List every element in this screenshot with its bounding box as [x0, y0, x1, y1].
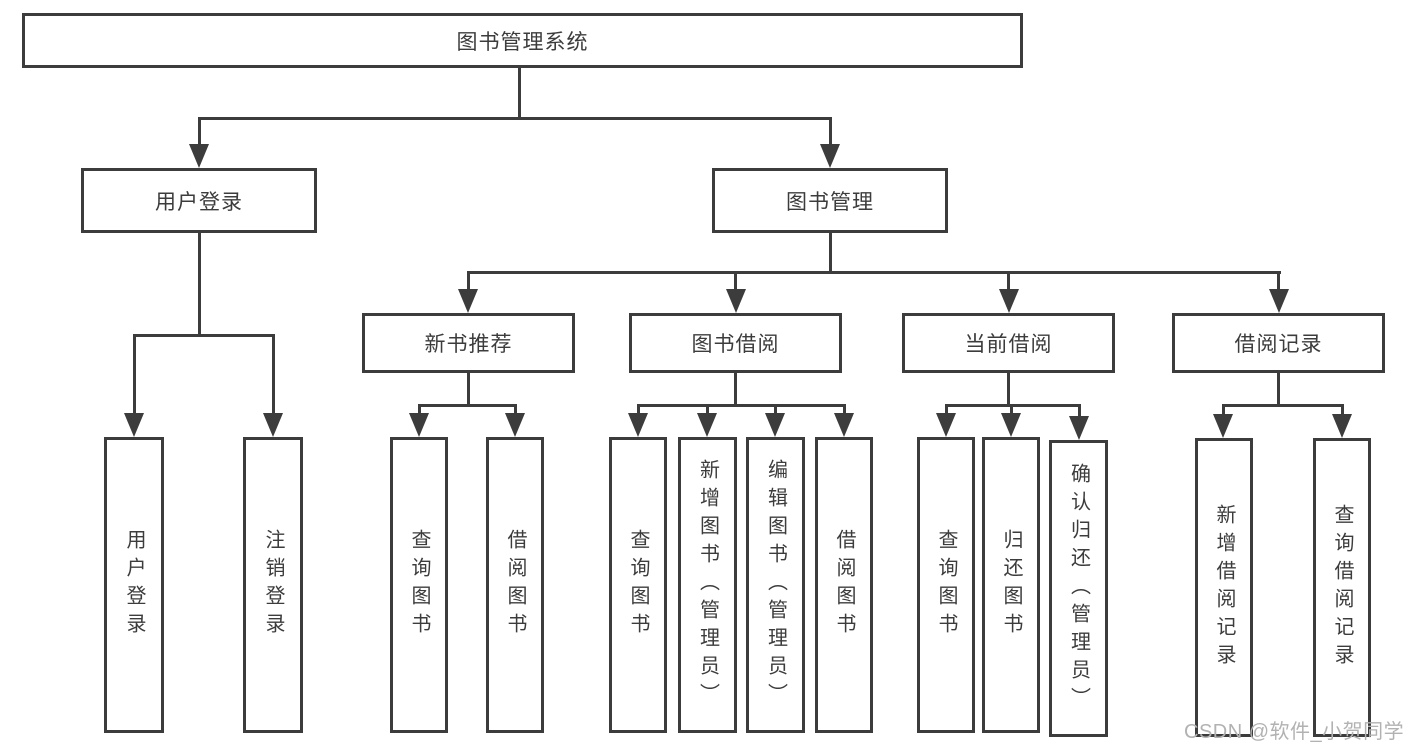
arrow-down-icon [820, 144, 840, 168]
connector-line [774, 404, 777, 415]
leaf-logout: 注销登录 [243, 437, 303, 733]
connector-line [197, 117, 201, 145]
connector-line [1277, 271, 1280, 291]
arrow-down-icon [1001, 413, 1021, 437]
node-borrow-records-label: 借阅记录 [1234, 333, 1323, 356]
arrow-down-icon [1213, 414, 1233, 438]
connector-line [828, 117, 832, 145]
connector-line [944, 404, 948, 415]
connector-line [944, 404, 1081, 407]
leaf-query-books-borrow-label: 查询图书 [627, 529, 649, 641]
connector-line [417, 404, 517, 407]
leaf-return-book: 归还图书 [982, 437, 1040, 733]
leaf-logout-label: 注销登录 [262, 529, 284, 641]
connector-line [132, 334, 136, 415]
connector-line [271, 334, 275, 415]
node-new-book-recommend: 新书推荐 [362, 313, 575, 373]
leaf-query-books-current: 查询图书 [917, 437, 975, 733]
node-root-label: 图书管理系统 [456, 30, 589, 54]
arrow-down-icon [628, 413, 648, 437]
node-root: 图书管理系统 [22, 13, 1023, 68]
leaf-edit-book-admin-label: 编辑图书（管理员） [764, 459, 787, 711]
connector-line [636, 404, 640, 415]
connector-line [1221, 404, 1344, 407]
connector-line [198, 117, 832, 120]
connector-line [518, 68, 521, 118]
connector-line [828, 233, 832, 274]
connector-line [1007, 373, 1010, 406]
connector-line [466, 271, 470, 291]
connector-line [1340, 404, 1344, 416]
csdn-watermark: CSDN @软件_小贺同学 [1184, 721, 1405, 743]
arrow-down-icon [697, 413, 717, 437]
arrow-down-icon [263, 413, 283, 437]
leaf-borrow-books-recommend: 借阅图书 [486, 437, 544, 733]
node-borrow-records: 借阅记录 [1172, 313, 1385, 373]
leaf-borrow-books-label: 借阅图书 [833, 529, 855, 641]
node-new-book-recommend-label: 新书推荐 [424, 333, 513, 356]
leaf-add-book-admin: 新增图书（管理员） [678, 437, 737, 733]
leaf-confirm-return-admin: 确认归还（管理员） [1049, 440, 1108, 737]
connector-line [1221, 404, 1225, 416]
leaf-return-book-label: 归还图书 [1000, 529, 1022, 641]
arrow-down-icon [999, 289, 1019, 313]
connector-line [842, 404, 846, 415]
leaf-user-login: 用户登录 [104, 437, 164, 733]
leaf-query-books-current-label: 查询图书 [935, 529, 957, 641]
arrow-down-icon [458, 289, 478, 313]
node-current-borrow: 当前借阅 [902, 313, 1115, 373]
node-user-login-label: 用户登录 [155, 190, 243, 214]
connector-line [1277, 373, 1280, 406]
node-user-login: 用户登录 [81, 168, 317, 233]
leaf-edit-book-admin: 编辑图书（管理员） [746, 437, 805, 733]
arrow-down-icon [1332, 414, 1352, 438]
leaf-confirm-return-admin-label: 确认归还（管理员） [1067, 462, 1090, 715]
leaf-query-books-borrow: 查询图书 [609, 437, 667, 733]
connector-line [734, 271, 737, 291]
connector-line [706, 404, 709, 415]
node-book-borrow-label: 图书借阅 [691, 333, 780, 356]
connector-line [466, 271, 1281, 274]
leaf-query-books-recommend: 查询图书 [390, 437, 448, 733]
connector-line [1077, 404, 1081, 418]
node-book-management-label: 图书管理 [786, 190, 874, 214]
connector-line [1009, 404, 1013, 415]
node-current-borrow-label: 当前借阅 [964, 333, 1053, 356]
connector-line [636, 404, 846, 407]
arrow-down-icon [189, 144, 209, 168]
connector-line [513, 404, 517, 415]
node-book-borrow: 图书借阅 [629, 313, 842, 373]
arrow-down-icon [834, 413, 854, 437]
arrow-down-icon [409, 413, 429, 437]
arrow-down-icon [1269, 289, 1289, 313]
leaf-query-books-recommend-label: 查询图书 [408, 529, 430, 641]
leaf-query-borrow-record: 查询借阅记录 [1313, 438, 1371, 737]
leaf-query-borrow-record-label: 查询借阅记录 [1331, 503, 1353, 672]
arrow-down-icon [1069, 416, 1089, 440]
arrow-down-icon [726, 289, 746, 313]
leaf-borrow-books: 借阅图书 [815, 437, 873, 733]
leaf-add-borrow-record: 新增借阅记录 [1195, 438, 1253, 737]
leaf-user-login-label: 用户登录 [123, 529, 145, 641]
arrow-down-icon [936, 413, 956, 437]
leaf-add-borrow-record-label: 新增借阅记录 [1213, 503, 1235, 672]
node-book-management: 图书管理 [712, 168, 948, 233]
connector-line [467, 373, 470, 406]
arrow-down-icon [765, 413, 785, 437]
leaf-add-book-admin-label: 新增图书（管理员） [696, 459, 719, 711]
connector-line [734, 373, 737, 406]
arrow-down-icon [124, 413, 144, 437]
leaf-borrow-books-recommend-label: 借阅图书 [504, 529, 526, 641]
connector-line [1007, 271, 1010, 291]
connector-line [132, 334, 275, 337]
connector-line [197, 233, 201, 336]
connector-line [417, 404, 421, 415]
arrow-down-icon [505, 413, 525, 437]
